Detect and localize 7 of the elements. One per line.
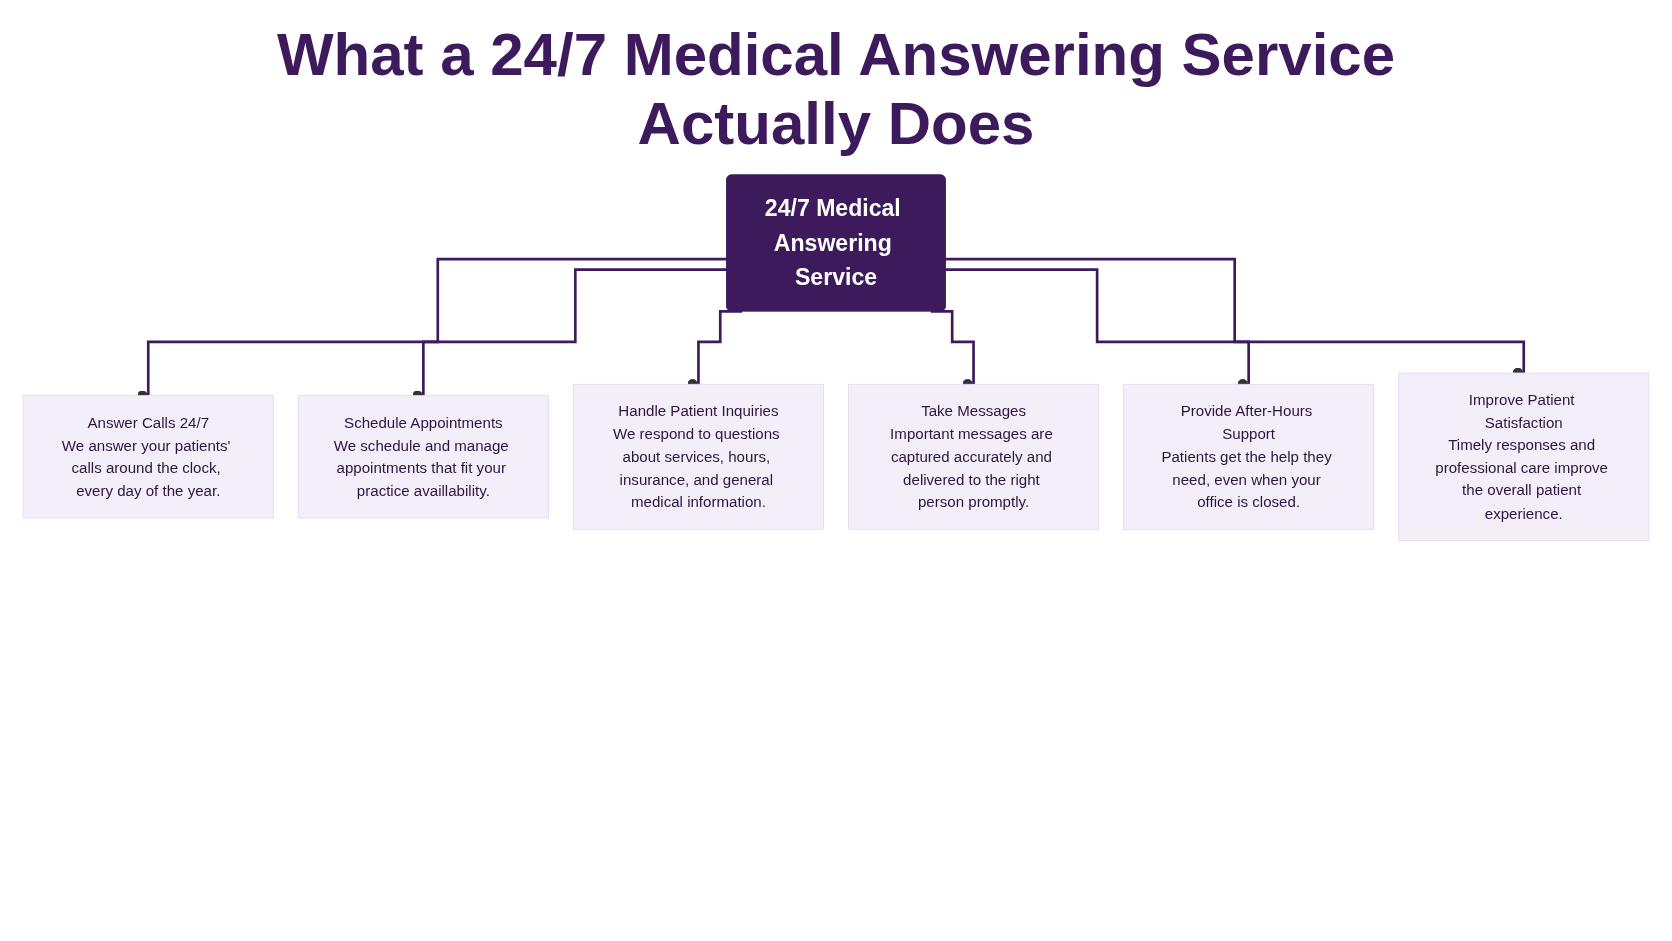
- node-box: Provide After-Hours Support Patients get the help they need, even when your office is closed.: [1123, 383, 1375, 530]
- node-box: Take Messages Important messages are captured accurately and delivered to the right person promptly.: [847, 383, 1100, 530]
- node-box: Improve Patient Satisfaction Timely responses and professional care improve the overall patient experience.: [1398, 372, 1650, 542]
- title: What a 24/7 Medical Answering Service Actually Does: [275, 20, 1397, 158]
- node-box: Schedule Appointments We schedule and manage appointments that fit your practice availlability.: [297, 395, 549, 519]
- node-box: Handle Patient Inquiries We respond to questions about services, hours, insurance, and general medical information.: [572, 383, 825, 530]
- node-box: Answer Calls 24/7 We answer your patients' calls around the clock, every day of the year.: [22, 395, 274, 519]
